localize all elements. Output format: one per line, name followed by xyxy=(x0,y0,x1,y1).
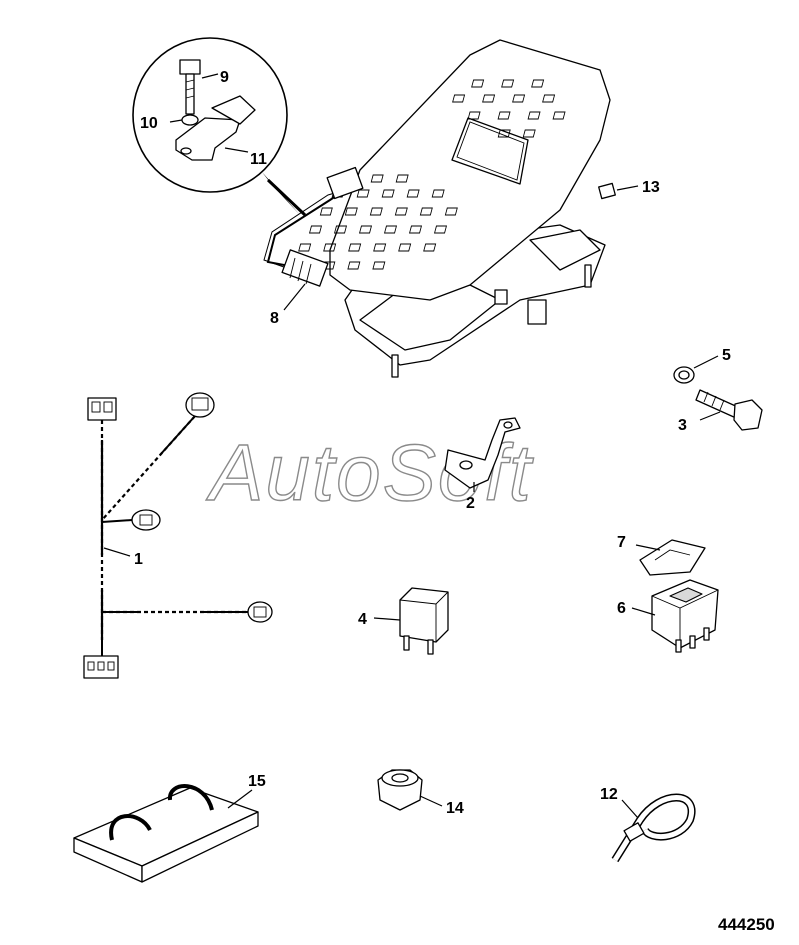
nut-part-14 xyxy=(377,769,443,811)
callout-6: 6 xyxy=(617,600,626,617)
callout-11: 11 xyxy=(250,151,267,168)
switch-cap-part-7 xyxy=(635,539,706,576)
grip-square xyxy=(298,243,312,252)
grip-square xyxy=(444,207,458,216)
callout-8: 8 xyxy=(270,310,279,327)
bolt-part-9 xyxy=(179,59,201,115)
grip-square xyxy=(497,111,511,120)
callout-12: 12 xyxy=(600,786,618,803)
grip-square xyxy=(431,189,445,198)
callout-2: 2 xyxy=(466,495,475,512)
grip-square xyxy=(373,243,387,252)
callout-4: 4 xyxy=(358,611,367,628)
grip-square xyxy=(369,207,383,216)
pedal-assembly xyxy=(263,39,611,378)
grip-square xyxy=(372,261,386,270)
grip-square xyxy=(531,79,545,88)
grip-square xyxy=(344,207,358,216)
cable-tie-part-12 xyxy=(611,793,696,863)
grip-square xyxy=(527,111,541,120)
grip-square xyxy=(398,243,412,252)
grip-square xyxy=(348,243,362,252)
bracket-part-11 xyxy=(175,95,256,161)
grip-square xyxy=(467,111,481,120)
grip-square xyxy=(423,243,437,252)
detail-inset xyxy=(132,37,307,217)
grip-square xyxy=(452,94,466,103)
callout-15: 15 xyxy=(248,773,266,790)
bracket-part-2 xyxy=(444,417,521,492)
grip-square xyxy=(356,189,370,198)
grip-square xyxy=(522,129,536,138)
grip-square xyxy=(370,174,384,183)
grip-square xyxy=(333,225,348,234)
callout-13: 13 xyxy=(642,179,660,196)
callout-1: 1 xyxy=(134,551,143,568)
washer-part-10 xyxy=(181,114,199,126)
callout-5: 5 xyxy=(722,347,731,364)
reference-number: 444250 xyxy=(718,915,775,934)
callout-3: 3 xyxy=(678,417,687,434)
rocker-switch-part-6 xyxy=(631,579,719,653)
pad-part-15 xyxy=(73,784,259,883)
sensor-part-8 xyxy=(281,249,329,287)
relay-part-4 xyxy=(373,587,449,655)
grip-square xyxy=(471,79,485,88)
grip-square xyxy=(319,207,333,216)
grip-square xyxy=(497,129,511,138)
callout-10: 10 xyxy=(140,115,158,132)
grip-square xyxy=(552,111,566,120)
grip-square xyxy=(383,225,398,234)
callout-7: 7 xyxy=(617,534,626,551)
washer-part-5 xyxy=(673,355,719,384)
bolt-part-3 xyxy=(695,389,763,431)
grip-square xyxy=(501,79,515,88)
grip-square xyxy=(433,225,448,234)
grip-square xyxy=(482,94,496,103)
grip-square xyxy=(358,225,373,234)
grip-square xyxy=(395,174,409,183)
grip-square xyxy=(542,94,556,103)
wiring-harness-part-1 xyxy=(83,392,273,679)
grip-square xyxy=(408,225,423,234)
pin-part-13 xyxy=(598,182,639,200)
grip-square xyxy=(406,189,420,198)
grip-square xyxy=(419,207,433,216)
grip-square xyxy=(308,225,323,234)
grip-square xyxy=(381,189,395,198)
grip-square xyxy=(347,261,361,270)
grip-square xyxy=(394,207,408,216)
grip-square xyxy=(512,94,526,103)
callout-14: 14 xyxy=(446,800,464,817)
callout-9: 9 xyxy=(220,69,229,86)
grip-square xyxy=(323,243,337,252)
